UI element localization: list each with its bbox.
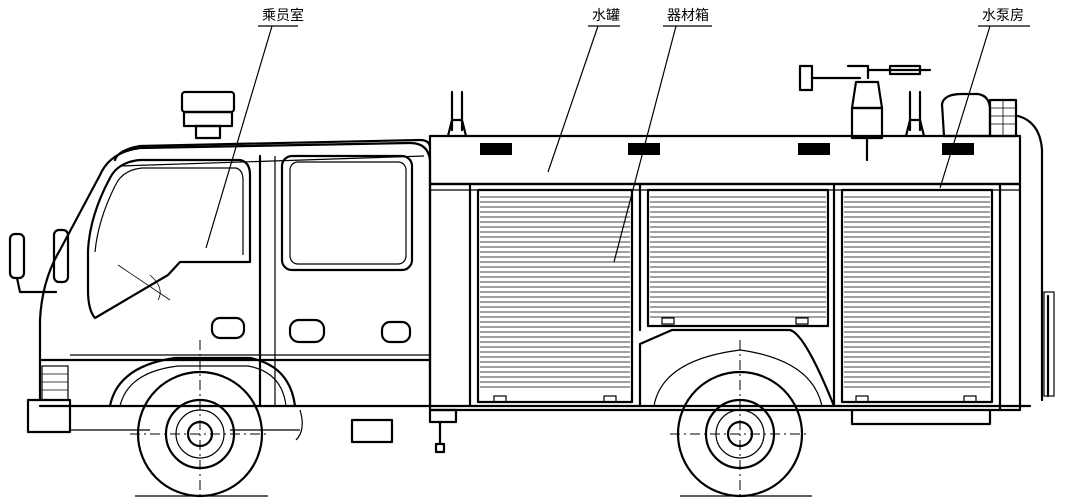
crew-cab: [8, 90, 432, 500]
water-tank-leader: [547, 25, 599, 173]
roller-shutter-3: [840, 188, 994, 404]
label-pump-room: 水泵房: [939, 8, 1030, 189]
water-tank-body: [428, 134, 1022, 412]
chassis: [38, 404, 1032, 497]
roof-equipment: [446, 64, 1055, 402]
front-wheel: [130, 370, 270, 498]
label-crew-cab: 乘员室: [205, 7, 304, 249]
water-tank-label: 水罐: [592, 8, 620, 24]
crew-cab-label: 乘员室: [262, 7, 304, 24]
rear-wheel: [670, 340, 810, 500]
crew-cab-leader: [205, 25, 273, 249]
pump-room-leader: [939, 25, 991, 189]
roller-shutter-1: [476, 188, 634, 404]
underside: [295, 408, 992, 454]
pump-room-label: 水泵房: [982, 8, 1024, 24]
equipment-box-label: 器材箱: [667, 8, 709, 24]
roller-shutter-2: [646, 188, 830, 328]
label-water-tank: 水罐: [547, 8, 620, 173]
